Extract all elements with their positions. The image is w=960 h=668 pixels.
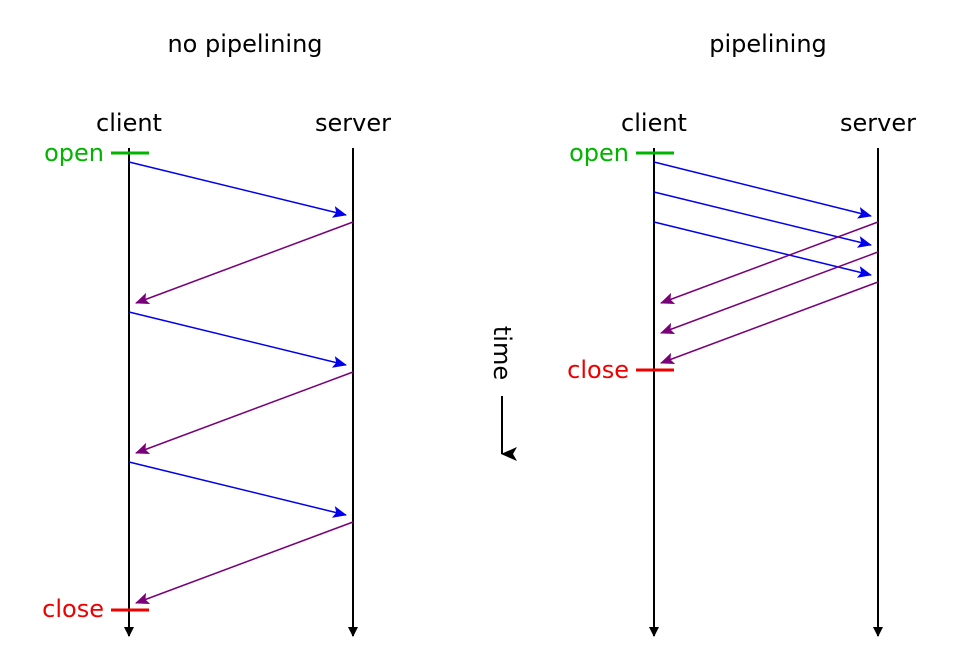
open-label: open [569,139,629,167]
server-label: server [315,109,391,137]
client-label: client [96,109,162,137]
close-label: close [42,595,104,623]
panel-title: pipelining [709,30,827,58]
panel-title: no pipelining [167,30,322,58]
request-arrow [653,161,872,219]
response-arrow [660,251,879,335]
request-arrow [128,161,347,218]
panel-pipelining: pipelining client server open close [567,30,916,637]
time-axis: time [488,326,517,461]
request-arrow [128,461,347,518]
client-label: client [621,109,687,137]
request-arrow [128,311,347,368]
response-arrow [135,221,354,305]
request-arrow [653,191,872,248]
panel-no-pipelining: no pipelining client server open close [42,30,391,637]
response-arrow [660,281,879,365]
server-label: server [840,109,916,137]
open-label: open [44,139,104,167]
response-arrow [135,371,354,455]
response-arrow [660,221,879,305]
request-arrow [653,221,872,278]
time-label: time [488,326,516,380]
response-arrow [135,521,354,605]
close-label: close [567,356,629,384]
